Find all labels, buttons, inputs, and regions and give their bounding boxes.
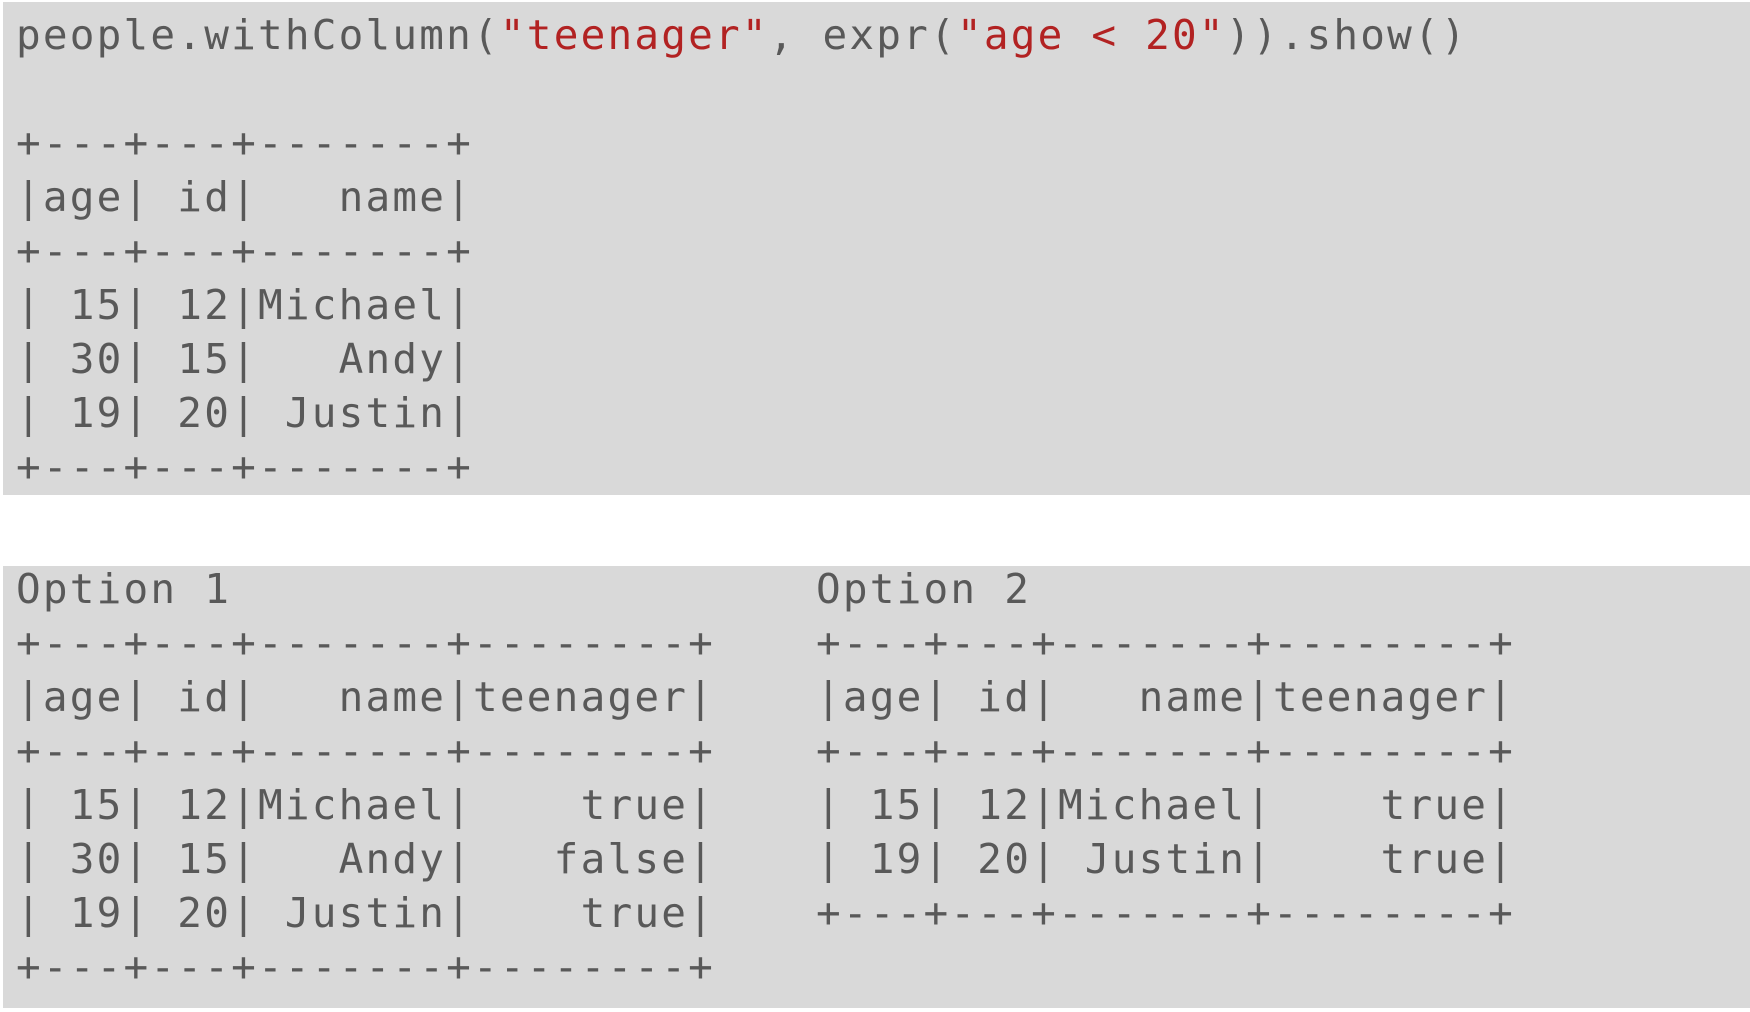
table-row: +---+---+-------+ [16,443,474,491]
table-row: |age| id| name|teenager| [816,673,1515,721]
table-row: | 19| 20| Justin| true| [16,889,715,937]
code-string-condition: "age < 20" [956,11,1226,59]
option-1: Option 1 +---+---+-------+--------+ |age| … [16,562,715,994]
table-row: | 15| 12|Michael| true| [816,781,1515,829]
options-panel [3,566,1750,1008]
result-table: +---+---+-------+ |age| id| name| +---+---… [16,116,473,494]
code-prefix: people.withColumn( [16,11,500,59]
table-row: |age| id| name| [16,173,474,221]
table-row: | 19| 20| Justin| true| [816,835,1515,883]
table-row: +---+---+-------+ [16,227,474,275]
table-row: |age| id| name|teenager| [16,673,715,721]
table-row: +---+---+-------+--------+ [16,619,715,667]
table-row: | 15| 12|Michael| true| [16,781,715,829]
table-row: | 15| 12|Michael| [16,281,474,329]
option-2-title: Option 2 [816,565,1032,613]
code-statement: people.withColumn("teenager", expr("age … [16,8,1468,62]
table-row: +---+---+-------+--------+ [16,943,715,991]
question-code-panel [3,2,1750,495]
table-row: | 19| 20| Justin| [16,389,474,437]
option-1-title: Option 1 [16,565,232,613]
table-row: +---+---+-------+--------+ [816,727,1515,775]
table-row: +---+---+-------+ [16,119,474,167]
code-middle: , expr( [768,11,957,59]
code-string-teenager: "teenager" [499,11,769,59]
table-row: +---+---+-------+--------+ [16,727,715,775]
code-suffix: )).show() [1225,11,1468,59]
table-row: +---+---+-------+--------+ [816,619,1515,667]
table-row: | 30| 15| Andy| [16,335,474,383]
table-row: | 30| 15| Andy| false| [16,835,715,883]
table-row: +---+---+-------+--------+ [816,889,1515,937]
option-2: Option 2 +---+---+-------+--------+ |age| … [816,562,1515,940]
